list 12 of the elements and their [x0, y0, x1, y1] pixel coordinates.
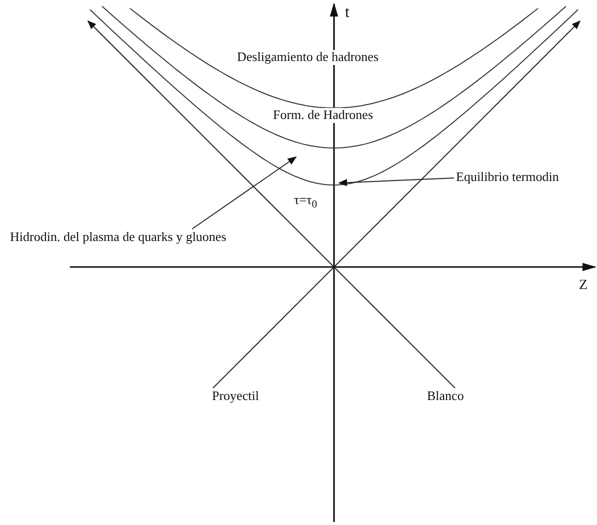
callout-text: Equilibrio termodin — [454, 169, 561, 186]
region-label: Desligamiento de hadrones — [236, 50, 380, 65]
region-label: Form. de Hadrones — [272, 108, 374, 123]
particle-label: Proyectil — [210, 388, 261, 405]
callout-text: Hidrodin. del plasma de quarks y gluones — [8, 229, 228, 246]
leader-arrow — [192, 156, 297, 230]
worldline-arrow — [212, 20, 581, 388]
worldline-arrow — [87, 20, 456, 388]
axis-label: Z — [578, 278, 589, 294]
particle-label: Blanco — [425, 388, 466, 405]
leader-arrow — [338, 178, 454, 186]
axis-label: t — [344, 4, 350, 22]
